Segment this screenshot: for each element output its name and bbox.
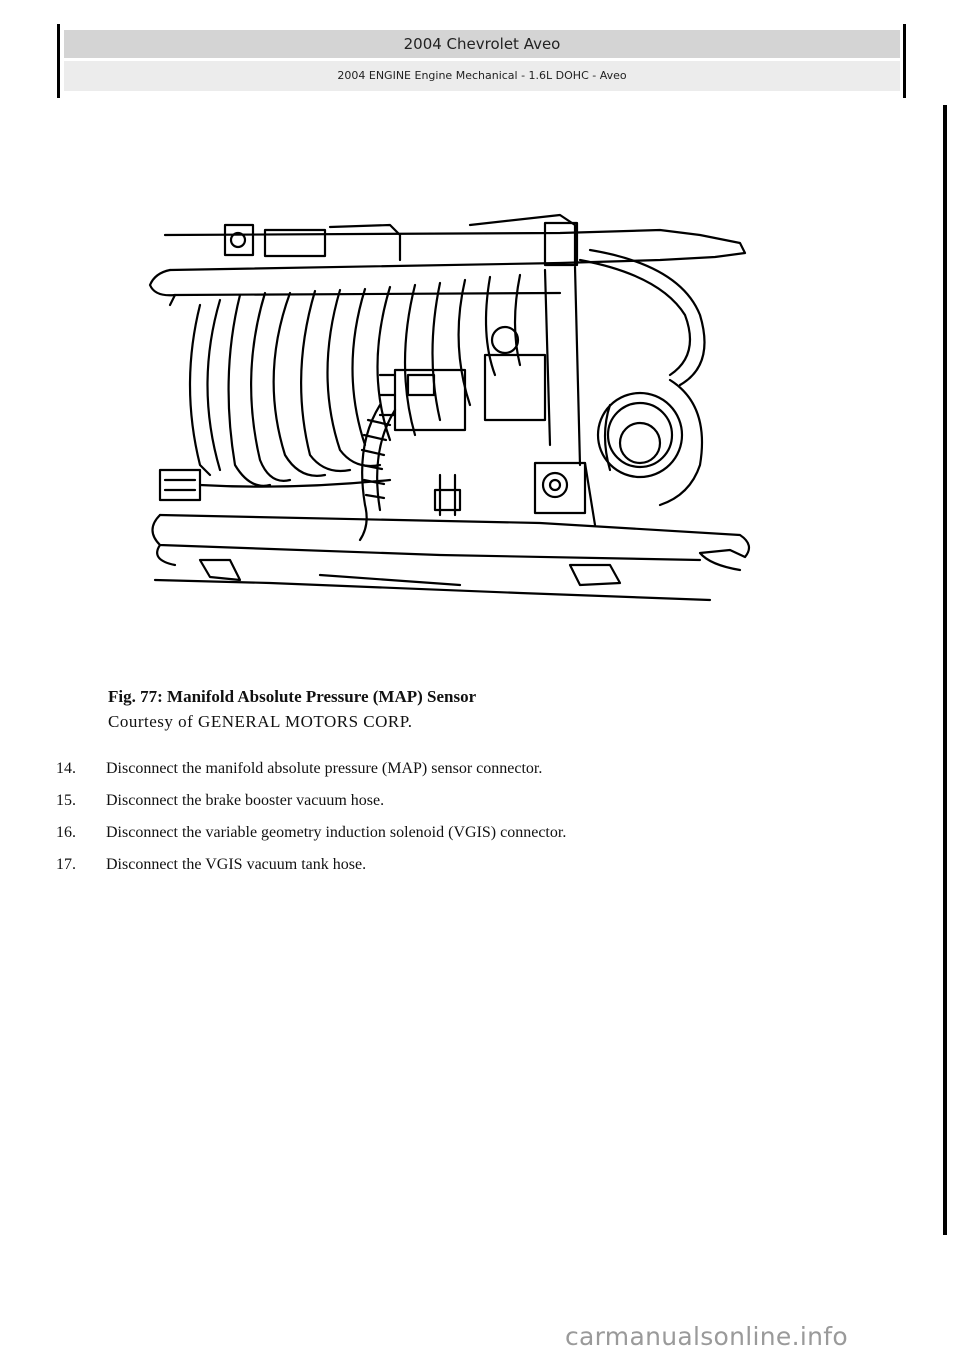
document-subtitle: 2004 ENGINE Engine Mechanical - 1.6L DOH… bbox=[64, 61, 900, 91]
step-text: Disconnect the VGIS vacuum tank hose. bbox=[106, 856, 367, 873]
page-edge-line bbox=[943, 105, 947, 1235]
figure-caption: Fig. 77: Manifold Absolute Pressure (MAP… bbox=[108, 684, 476, 734]
step-number: 17. bbox=[56, 856, 76, 873]
step-number: 15. bbox=[56, 792, 76, 809]
step-item: 15. Disconnect the brake booster vacuum … bbox=[56, 787, 916, 819]
step-number: 14. bbox=[56, 760, 76, 777]
header-right-border bbox=[903, 24, 906, 98]
step-text: Disconnect the variable geometry inducti… bbox=[106, 824, 567, 841]
step-number: 16. bbox=[56, 824, 76, 841]
figure-caption-title: Fig. 77: Manifold Absolute Pressure (MAP… bbox=[108, 687, 477, 706]
header-left-border bbox=[57, 24, 60, 98]
step-item: 17. Disconnect the VGIS vacuum tank hose… bbox=[56, 851, 916, 883]
map-sensor-figure bbox=[148, 213, 751, 602]
step-item: 16. Disconnect the variable geometry ind… bbox=[56, 819, 916, 851]
procedure-steps: 14. Disconnect the manifold absolute pre… bbox=[56, 755, 916, 883]
step-text: Disconnect the brake booster vacuum hose… bbox=[106, 792, 385, 809]
figure-caption-credit: Courtesy of GENERAL MOTORS CORP. bbox=[108, 712, 413, 731]
document-title: 2004 Chevrolet Aveo bbox=[64, 30, 900, 58]
watermark: carmanualsonline.info bbox=[565, 1322, 848, 1351]
step-text: Disconnect the manifold absolute pressur… bbox=[106, 760, 543, 777]
step-item: 14. Disconnect the manifold absolute pre… bbox=[56, 755, 916, 787]
